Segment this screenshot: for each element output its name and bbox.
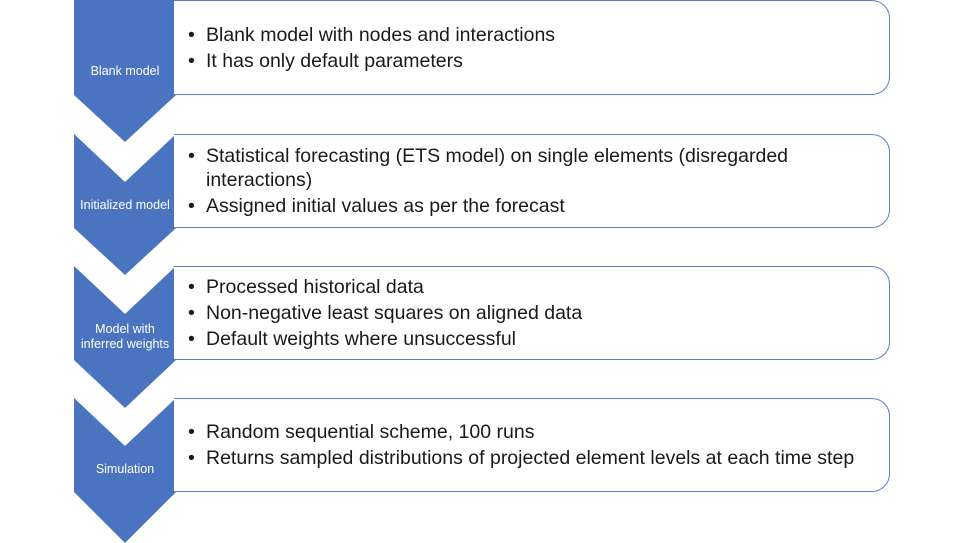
stage-box-simulation: Random sequential scheme, 100 runs Retur… <box>174 398 890 492</box>
stage-box-initialized-model: Statistical forecasting (ETS model) on s… <box>174 134 890 228</box>
chevron-stage-3 <box>74 266 176 408</box>
bullet-item: Default weights where unsuccessful <box>184 327 883 351</box>
stage-label-text: Simulation <box>95 461 155 476</box>
stage-label-text: Model with inferred weights <box>80 322 170 351</box>
stage-box-blank-model: Blank model with nodes and interactions … <box>174 0 890 95</box>
stage-box-inferred-weights: Processed historical data Non-negative l… <box>174 266 890 360</box>
bullet-list: Random sequential scheme, 100 runs Retur… <box>184 418 883 472</box>
stage-label-initialized-model: Initialized model <box>74 182 176 228</box>
stage-label-simulation: Simulation <box>74 446 176 492</box>
chevron-stage-4 <box>74 398 176 543</box>
bullet-item: It has only default parameters <box>184 49 883 73</box>
chevron-stage-1 <box>74 0 176 142</box>
bullet-item: Assigned initial values as per the forec… <box>184 194 883 218</box>
stage-label-text: Initialized model <box>80 197 170 212</box>
stage-label-text: Blank model <box>90 63 160 78</box>
stage-label-blank-model: Blank model <box>74 48 176 94</box>
bullet-item: Non-negative least squares on aligned da… <box>184 301 883 325</box>
bullet-list: Statistical forecasting (ETS model) on s… <box>184 142 883 220</box>
chevron-stage-2 <box>74 134 176 275</box>
bullet-list: Blank model with nodes and interactions … <box>184 21 883 75</box>
bullet-list: Processed historical data Non-negative l… <box>184 273 883 353</box>
bullet-item: Returns sampled distributions of project… <box>184 446 883 470</box>
bullet-item: Random sequential scheme, 100 runs <box>184 420 883 444</box>
bullet-item: Processed historical data <box>184 275 883 299</box>
bullet-item: Blank model with nodes and interactions <box>184 23 883 47</box>
bullet-item: Statistical forecasting (ETS model) on s… <box>184 144 883 192</box>
stage-label-inferred-weights: Model with inferred weights <box>74 314 176 360</box>
